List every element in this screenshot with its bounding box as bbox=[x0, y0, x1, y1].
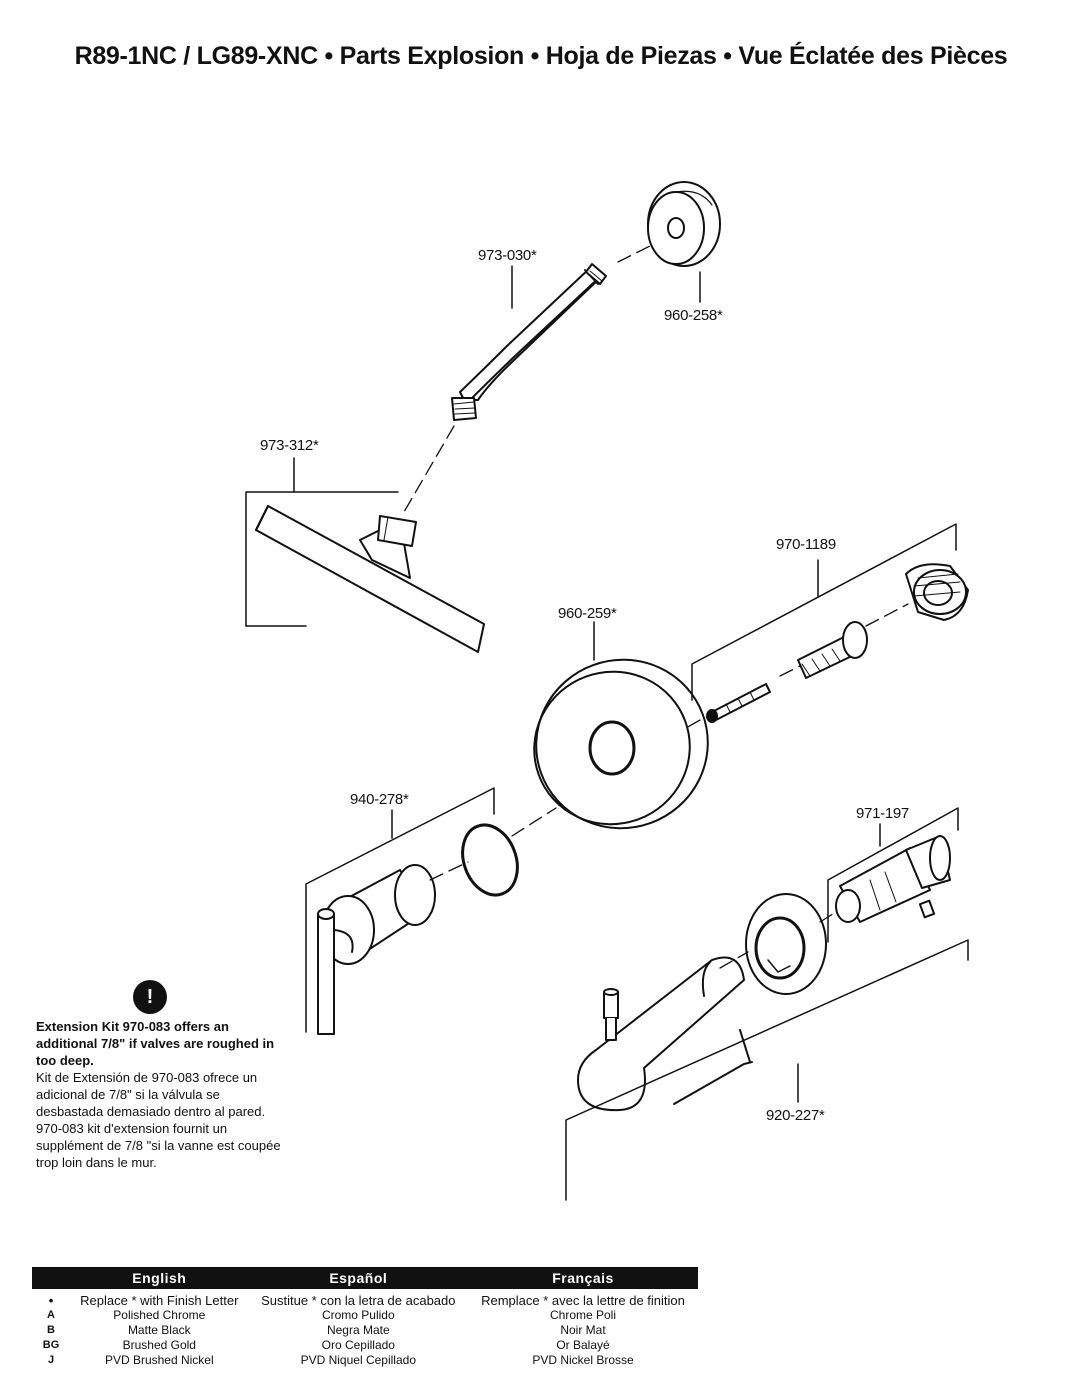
label-escutcheon: 960-259* bbox=[558, 605, 617, 622]
table-row: B Matte Black Negra Mate Noir Mat bbox=[32, 1323, 698, 1338]
finish-spanish: Negra Mate bbox=[326, 1323, 390, 1337]
finish-english: PVD Brushed Nickel bbox=[104, 1353, 214, 1367]
shower-flange-part bbox=[647, 181, 721, 267]
finish-spanish: Oro Cepillado bbox=[321, 1338, 395, 1352]
finish-table-header-english: English bbox=[70, 1267, 249, 1289]
table-row: A Polished Chrome Cromo Pulido Chrome Po… bbox=[32, 1308, 698, 1323]
finish-code: A bbox=[47, 1309, 55, 1321]
finish-english: Brushed Gold bbox=[122, 1338, 196, 1352]
note-english: Extension Kit 970-083 offers an addition… bbox=[36, 1019, 275, 1068]
label-cartridge: 971-197 bbox=[856, 805, 909, 822]
finish-code: B bbox=[47, 1324, 55, 1336]
assembly-axes bbox=[403, 243, 909, 969]
note-spanish: Kit de Extensión de 970-083 ofrece un ad… bbox=[36, 1070, 266, 1119]
spout-escutcheon-part bbox=[745, 893, 827, 995]
finish-spanish: PVD Niquel Cepillado bbox=[300, 1353, 416, 1367]
label-shower-head: 973-312* bbox=[260, 437, 319, 454]
finish-code: • bbox=[48, 1293, 54, 1308]
finish-table-header-french: Français bbox=[468, 1267, 698, 1289]
extension-kit-note: Extension Kit 970-083 offers an addition… bbox=[36, 1018, 286, 1171]
handle-part bbox=[317, 864, 436, 1035]
table-row: • Replace * with Finish Letter Sustitue … bbox=[32, 1289, 698, 1308]
finish-table-header-code bbox=[32, 1267, 70, 1289]
label-tub-spout: 920-227* bbox=[766, 1107, 825, 1124]
finish-code: BG bbox=[42, 1339, 60, 1351]
label-screw-kit: 970-1189 bbox=[776, 536, 836, 553]
finish-spanish: Cromo Pulido bbox=[321, 1308, 395, 1322]
label-shower-arm: 973-030* bbox=[478, 247, 537, 264]
cartridge-part bbox=[835, 835, 951, 923]
label-shower-flange: 960-258* bbox=[664, 307, 723, 324]
finish-code: J bbox=[47, 1354, 55, 1366]
callout-brackets bbox=[245, 265, 969, 1201]
tub-spout-part bbox=[577, 956, 753, 1112]
finish-french: Chrome Poli bbox=[549, 1308, 617, 1322]
finish-english: Replace * with Finish Letter bbox=[80, 1293, 239, 1308]
finish-spanish: Sustitue * con la letra de acabado bbox=[261, 1293, 456, 1308]
table-row: BG Brushed Gold Oro Cepillado Or Balayé bbox=[32, 1338, 698, 1353]
finish-english: Matte Black bbox=[127, 1323, 191, 1337]
label-handle: 940-278* bbox=[350, 791, 409, 808]
finish-french: Remplace * avec la lettre de finition bbox=[481, 1293, 685, 1308]
shower-head-part bbox=[255, 505, 485, 653]
page-title: R89-1NC / LG89-XNC • Parts Explosion • H… bbox=[74, 42, 1008, 70]
note-french: 970-083 kit d'extension fournit un suppl… bbox=[36, 1121, 281, 1170]
table-row: J PVD Brushed Nickel PVD Niquel Cepillad… bbox=[32, 1353, 698, 1368]
finish-table: English Español Français • Replace * wit… bbox=[32, 1267, 698, 1368]
shower-arm-part bbox=[451, 263, 607, 421]
finish-table-header-spanish: Español bbox=[248, 1267, 468, 1289]
finish-french: Or Balayé bbox=[556, 1338, 610, 1352]
escutcheon-plate-part bbox=[533, 658, 709, 830]
finish-french: PVD Nickel Brosse bbox=[532, 1353, 634, 1367]
o-ring-part bbox=[461, 823, 519, 897]
finish-english: Polished Chrome bbox=[113, 1308, 206, 1322]
exclamation-icon: ! bbox=[133, 980, 167, 1014]
finish-french: Noir Mat bbox=[560, 1323, 606, 1337]
screw-kit-part bbox=[706, 563, 969, 723]
